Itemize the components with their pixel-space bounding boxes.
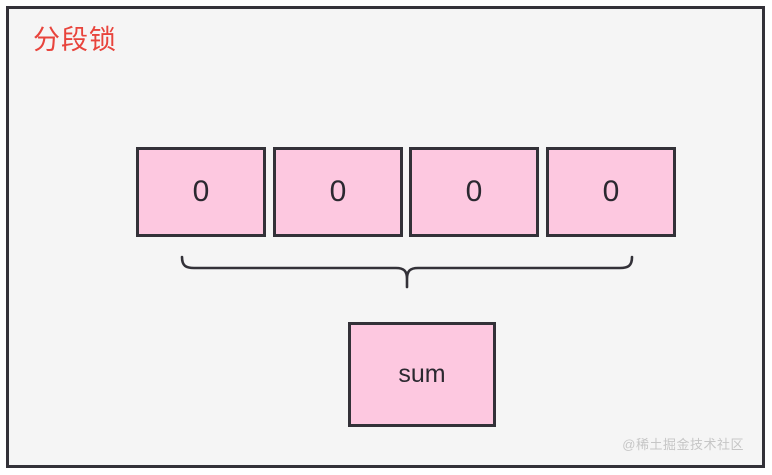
segment-box-0: 0 xyxy=(136,147,266,237)
segment-value-0: 0 xyxy=(192,175,210,208)
segment-box-1: 0 xyxy=(273,147,403,237)
sum-label: sum xyxy=(398,360,446,388)
segment-box-3: 0 xyxy=(546,147,676,237)
curly-brace-icon xyxy=(174,249,649,297)
watermark: @稀土掘金技术社区 xyxy=(622,437,744,452)
segment-box-2: 0 xyxy=(409,147,539,237)
sum-box: sum xyxy=(348,322,496,427)
segment-value-3: 0 xyxy=(602,175,620,208)
segment-value-1: 0 xyxy=(329,175,347,208)
diagram-frame: 分段锁 0 0 0 0 sum @稀土掘金技术社区 xyxy=(6,6,765,468)
page-title: 分段锁 xyxy=(33,25,117,55)
segment-value-2: 0 xyxy=(465,175,483,208)
